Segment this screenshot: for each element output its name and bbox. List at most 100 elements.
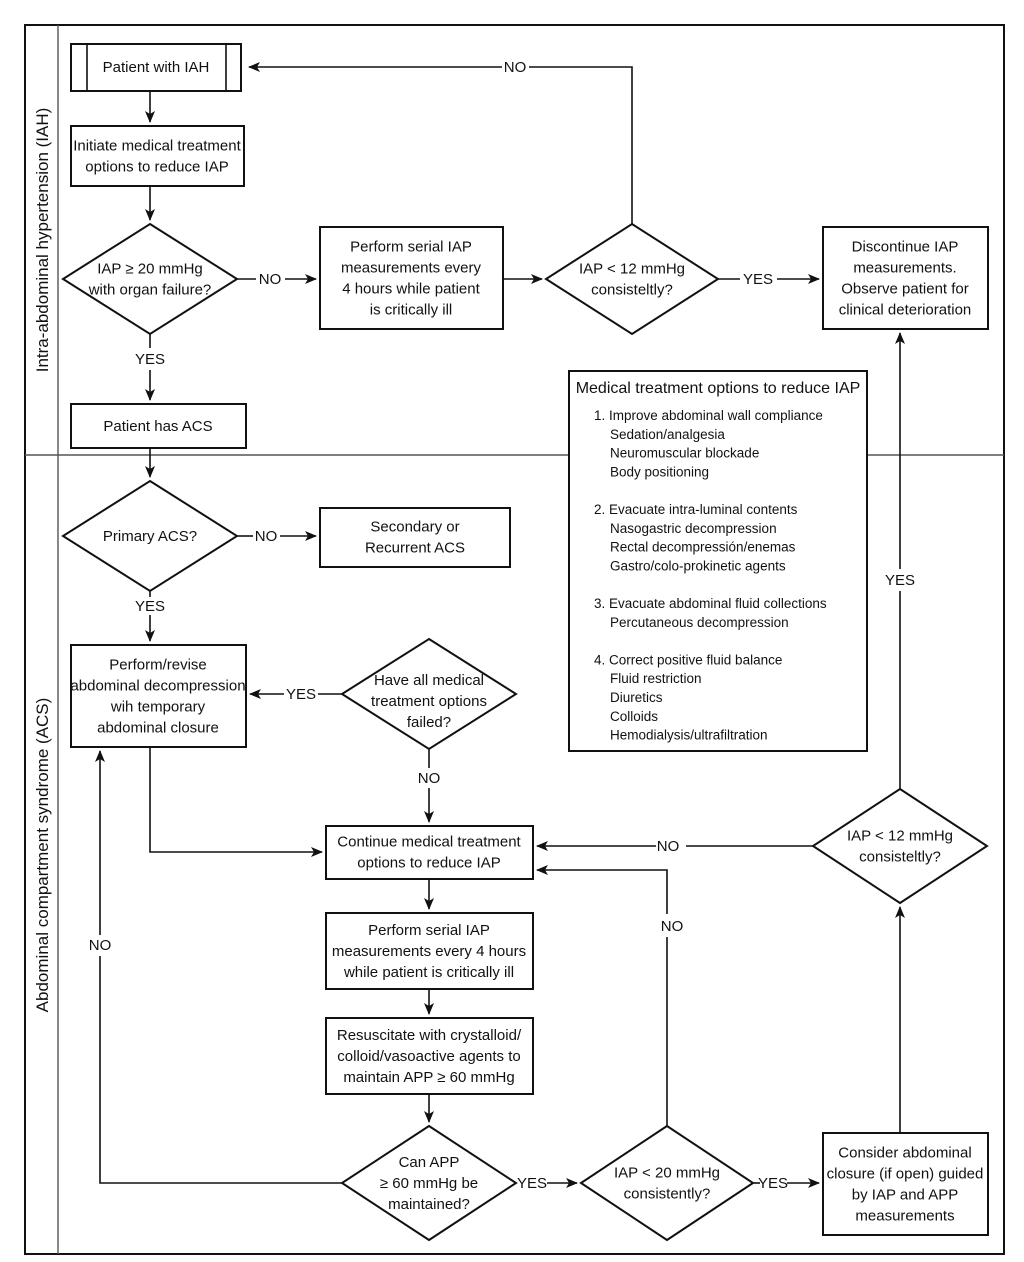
node-discontinue xyxy=(822,226,989,330)
legend-item: Nasogastric decompression xyxy=(610,521,777,536)
discontinue-line: measurements. xyxy=(853,260,956,277)
section-label-iah: Intra-abdominal hypertension (IAH) xyxy=(33,108,52,373)
legend-body: 1. Improve abdominal wall complianceSeda… xyxy=(594,408,827,743)
node-iap-lt12-top-text: IAP < 12 mmHg consisteltly? xyxy=(579,261,685,299)
node-serial-iap-bottom-text: Perform serial IAP measurements every 4 h… xyxy=(332,922,526,981)
node-initiate-medical-text: Initiate medical treatment options to red… xyxy=(73,138,241,176)
legend-item: Colloids xyxy=(610,709,658,724)
can-app-line: maintained? xyxy=(388,1196,470,1213)
node-consider-closure-text: Consider abdominal closure (if open) guid… xyxy=(827,1145,984,1225)
decompression-line: abdominal decompression xyxy=(70,678,245,695)
node-serial-iap-top xyxy=(319,226,504,330)
serial-iap-top-line: measurements every xyxy=(341,260,482,277)
iap-ge20-organ-line: IAP ≥ 20 mmHg xyxy=(97,261,203,278)
edge-label-no: NO xyxy=(661,918,684,935)
serial-iap-bottom-line: measurements every 4 hours xyxy=(332,943,526,960)
discontinue-line: clinical deterioration xyxy=(839,302,972,319)
edge-label-yes: YES xyxy=(135,598,165,615)
patient-acs-line: Patient has ACS xyxy=(103,418,212,435)
all-failed-line: treatment options xyxy=(371,693,487,710)
serial-iap-bottom-line: while patient is critically ill xyxy=(343,964,514,981)
node-iap-ge20-organ xyxy=(61,222,239,336)
node-resuscitate-text: Resuscitate with crystalloid/colloid/vas… xyxy=(337,1027,522,1086)
discontinue-line: Discontinue IAP xyxy=(852,239,959,256)
edge-label-no: NO xyxy=(657,838,680,855)
edge-label-no: NO xyxy=(259,271,282,288)
legend-item: Hemodialysis/ultrafiltration xyxy=(610,728,768,743)
serial-iap-top-line: is critically ill xyxy=(370,302,453,319)
node-can-app xyxy=(340,1124,518,1242)
node-patient-acs xyxy=(70,403,247,449)
node-iap-ge20-organ-text: IAP ≥ 20 mmHg with organ failure? xyxy=(88,261,212,299)
legend-item: Body positioning xyxy=(610,464,709,479)
node-iap-lt20-text: IAP < 20 mmHg consistently? xyxy=(614,1165,720,1203)
initiate-medical-line: Initiate medical treatment xyxy=(73,138,241,155)
node-patient-acs-text: Patient has ACS xyxy=(103,418,212,435)
discontinue-line: Observe patient for xyxy=(841,281,969,298)
edge-label-no: NO xyxy=(504,59,527,76)
edge-label-yes: YES xyxy=(135,351,165,368)
node-iap-lt12-bottom xyxy=(811,787,989,905)
edge-label-yes: YES xyxy=(743,271,773,288)
iap-lt12-bottom-line: consisteltly? xyxy=(859,849,941,866)
legend-group-heading: 2. Evacuate intra-luminal contents xyxy=(594,502,798,517)
legend-item: Diuretics xyxy=(610,690,663,705)
connectors xyxy=(95,62,905,1188)
iap-lt12-top-line: IAP < 12 mmHg xyxy=(579,261,685,278)
legend-group-heading: 1. Improve abdominal wall compliance xyxy=(594,408,823,423)
section-label-acs: Abdominal compartment syndrome (ACS) xyxy=(33,698,52,1013)
iap-lt12-top-line: consisteltly? xyxy=(591,282,673,299)
legend-item: Rectal decompressión/enemas xyxy=(610,540,796,555)
iap-lt20-line: consistently? xyxy=(624,1186,711,1203)
consider-closure-line: Consider abdominal xyxy=(838,1145,971,1162)
node-iap-lt12-top xyxy=(544,222,720,336)
legend-box xyxy=(568,370,868,752)
primary-acs-line: Primary ACS? xyxy=(103,528,197,545)
outer-frame xyxy=(24,24,1005,1255)
initiate-medical-line: options to reduce IAP xyxy=(85,159,228,176)
can-app-line: ≥ 60 mmHg be xyxy=(380,1175,478,1192)
legend-item: Fluid restriction xyxy=(610,671,702,686)
edge-label-yes: YES xyxy=(517,1175,547,1192)
node-iap-lt12-bottom-text: IAP < 12 mmHg consisteltly? xyxy=(847,828,953,866)
legend-item: Neuromuscular blockade xyxy=(610,446,759,461)
node-initiate-medical xyxy=(70,125,245,187)
secondary-acs-line: Recurrent ACS xyxy=(365,540,465,557)
iap-ge20-organ-line: with organ failure? xyxy=(88,282,212,299)
legend-item: Sedation/analgesia xyxy=(610,427,725,442)
node-iap-lt20 xyxy=(579,1124,755,1242)
serial-iap-top-line: 4 hours while patient xyxy=(342,281,480,298)
resuscitate-line: colloid/vasoactive agents to xyxy=(337,1048,520,1065)
iap-lt20-line: IAP < 20 mmHg xyxy=(614,1165,720,1182)
edge-label-no: NO xyxy=(255,528,278,545)
consider-closure-line: closure (if open) guided xyxy=(827,1166,984,1183)
consider-closure-line: by IAP and APP xyxy=(852,1187,958,1204)
edge-label-no: NO xyxy=(418,770,441,787)
legend-title: Medical treatment options to reduce IAP xyxy=(576,380,861,397)
node-decompression xyxy=(70,644,247,748)
node-consider-closure xyxy=(822,1132,989,1236)
resuscitate-line: maintain APP ≥ 60 mmHg xyxy=(343,1069,514,1086)
all-failed-line: Have all medical xyxy=(374,672,484,689)
serial-iap-top-line: Perform serial IAP xyxy=(350,239,472,256)
legend-item: Gastro/colo-prokinetic agents xyxy=(610,558,786,573)
iap-lt12-bottom-line: IAP < 12 mmHg xyxy=(847,828,953,845)
edge-label-yes: YES xyxy=(758,1175,788,1192)
patient-iah-line: Patient with IAH xyxy=(103,59,210,76)
decompression-line: abdominal closure xyxy=(97,720,219,737)
resuscitate-line: Resuscitate with crystalloid/ xyxy=(337,1027,522,1044)
legend-item: Percutaneous decompression xyxy=(610,615,789,630)
edge-label-yes: YES xyxy=(286,686,316,703)
node-patient-iah-text: Patient with IAH xyxy=(103,59,210,76)
legend-group-heading: 4. Correct positive fluid balance xyxy=(594,652,782,667)
decompression-line: Perform/revise xyxy=(109,657,207,674)
node-primary-acs-text: Primary ACS? xyxy=(103,528,197,545)
node-patient-iah xyxy=(70,43,242,92)
serial-iap-bottom-line: Perform serial IAP xyxy=(368,922,490,939)
node-secondary-acs xyxy=(319,507,511,568)
